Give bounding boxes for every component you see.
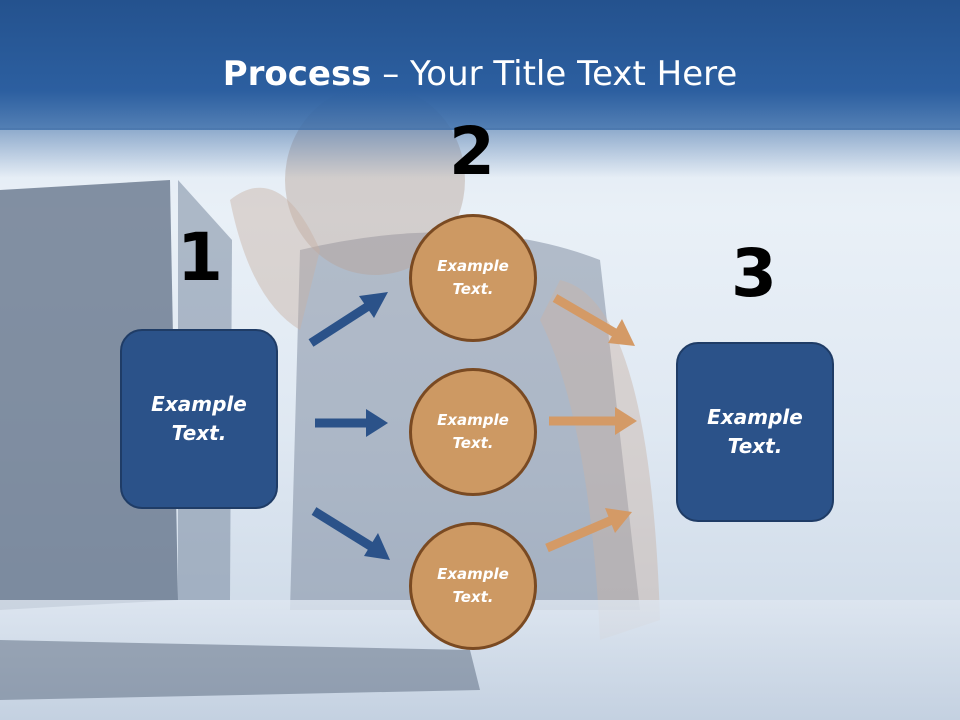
circle-middle[interactable]: Example Text. <box>409 368 537 496</box>
circle-top-text: Example Text. <box>437 257 509 298</box>
circle-middle-text: Example Text. <box>437 411 509 452</box>
slide-title[interactable]: Process – Your Title Text Here <box>0 52 960 96</box>
step-number-1[interactable]: 1 <box>177 219 223 296</box>
step-number-2[interactable]: 2 <box>449 113 495 190</box>
circle-bottom[interactable]: Example Text. <box>409 522 537 650</box>
circle-bottom-text: Example Text. <box>437 565 509 606</box>
step-number-3[interactable]: 3 <box>731 235 777 312</box>
title-bold: Process <box>222 54 372 94</box>
right-box[interactable]: Example Text. <box>676 342 834 522</box>
left-box[interactable]: Example Text. <box>120 329 278 509</box>
circle-top[interactable]: Example Text. <box>409 214 537 342</box>
right-box-text: Example Text. <box>707 405 803 458</box>
header-fade <box>0 128 960 178</box>
left-box-text: Example Text. <box>151 392 247 445</box>
title-rest: – Your Title Text Here <box>371 54 738 94</box>
header-band <box>0 0 960 130</box>
